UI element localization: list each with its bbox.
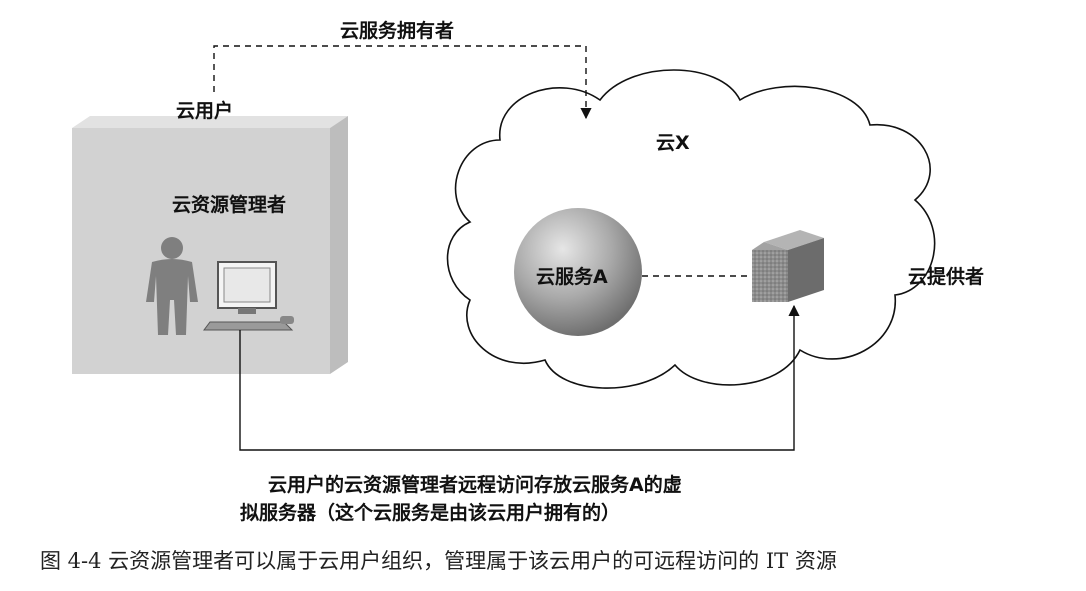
cloud-label: 云X: [656, 132, 690, 154]
server-icon: [752, 230, 824, 302]
service-label: 云服务A: [536, 266, 608, 288]
cloud-icon: [446, 69, 936, 389]
note-line-2: 拟服务器（这个云服务是由该云用户拥有的）: [240, 502, 621, 524]
sphere-icon: [514, 208, 642, 336]
workstation-icon: [203, 261, 294, 331]
remote-access-link: [239, 304, 800, 451]
admin-label: 云资源管理者: [172, 194, 287, 216]
owner-label: 云服务拥有者: [340, 20, 455, 42]
figure-caption: 图 4-4 云资源管理者可以属于云用户组织，管理属于该云用户的可远程访问的 IT…: [40, 549, 837, 573]
consumer-label: 云用户: [176, 100, 234, 122]
owner-link: [213, 45, 592, 120]
note-line-1: 云用户的云资源管理者远程访问存放云服务A的虚: [268, 474, 682, 496]
consumer-box: [72, 116, 348, 374]
person-icon: [146, 237, 198, 335]
provider-label: 云提供者: [908, 266, 985, 288]
